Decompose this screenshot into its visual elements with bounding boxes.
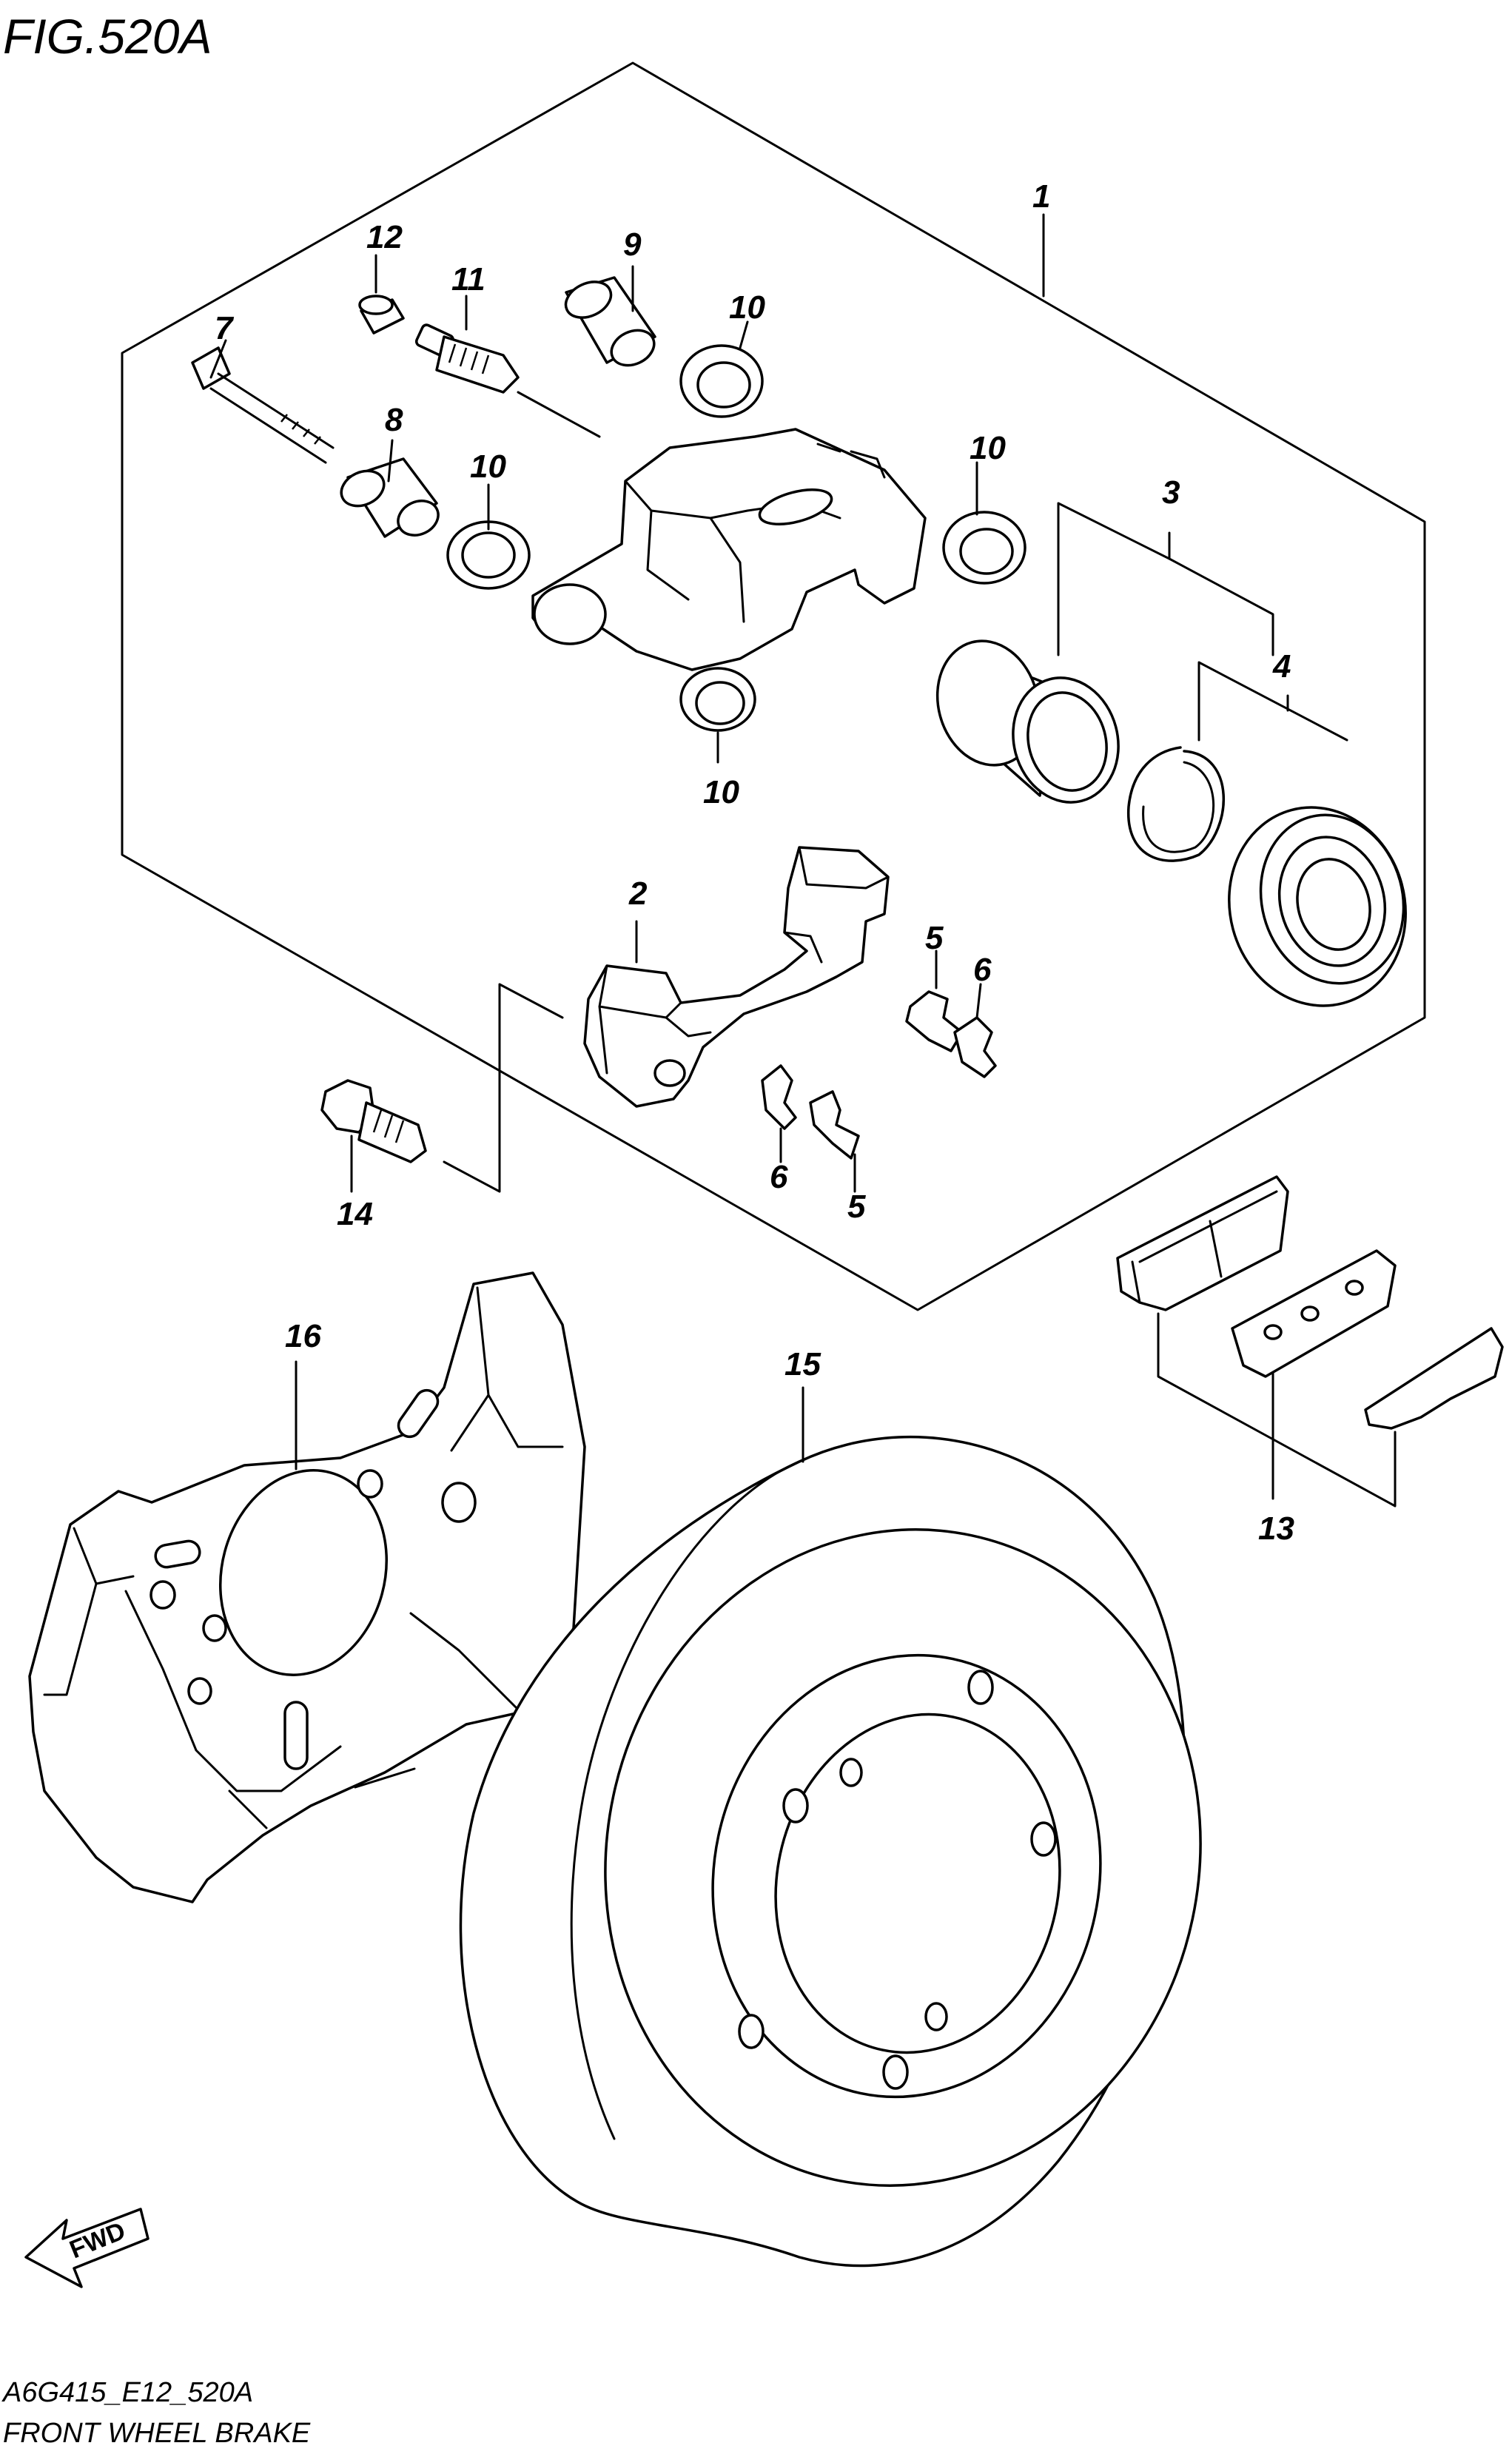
part-bleeder-11 — [414, 323, 520, 394]
part-shim-13-c — [1364, 1327, 1504, 1430]
callout-11: 11 — [451, 261, 485, 298]
callout-4: 4 — [1272, 648, 1291, 685]
part-brake-disc-15 — [459, 1435, 1202, 2268]
leaders — [209, 213, 1348, 1193]
part-clip-5-b — [809, 1090, 860, 1160]
callout-14: 14 — [337, 1196, 373, 1232]
part-piston-3 — [935, 639, 1120, 804]
part-caliper-body — [531, 428, 927, 671]
part-pad-13-b — [1231, 1249, 1397, 1378]
part-boot-10-c — [942, 511, 1027, 585]
callout-6-b: 6 — [770, 1159, 788, 1195]
part-bolt-14 — [320, 1079, 427, 1163]
callout-3: 3 — [1162, 474, 1180, 511]
callout-9: 9 — [623, 226, 642, 263]
callout-10-d: 10 — [703, 774, 739, 810]
callout-5-b: 5 — [847, 1189, 866, 1225]
part-seal-4 — [1127, 746, 1225, 862]
callouts: 1 2 3 4 5 5 6 6 7 8 9 10 10 10 10 11 12 … — [215, 178, 1294, 1547]
leader-14 — [443, 983, 564, 1193]
callout-12: 12 — [366, 219, 403, 255]
callout-15: 15 — [784, 1346, 821, 1382]
part-boot-10-b — [679, 344, 764, 418]
callout-10-a: 10 — [729, 289, 765, 326]
part-boot-10-a — [446, 520, 531, 590]
part-bolt-7 — [191, 346, 335, 464]
part-pin-8 — [340, 457, 440, 538]
callout-2: 2 — [628, 875, 648, 912]
part-clip-6-a — [953, 1016, 997, 1078]
part-dust-shield-16 — [28, 1271, 586, 1903]
callout-5-a: 5 — [925, 920, 944, 956]
callout-16: 16 — [285, 1318, 321, 1354]
part-clip-5-a — [905, 990, 964, 1052]
part-pin-9 — [564, 276, 656, 367]
footer-caption: FRONT WHEEL BRAKE — [3, 2418, 311, 2449]
footer-code: A6G415_E12_520A — [1, 2377, 253, 2408]
part-boot-10-d — [679, 667, 756, 732]
bracket-13 — [1157, 1312, 1397, 1508]
caliper-assembly-outline — [121, 61, 1426, 1311]
part-bracket-2 — [583, 846, 890, 1108]
callout-6-a: 6 — [973, 952, 992, 988]
fwd-arrow-icon: FWD — [24, 2208, 149, 2288]
callout-10-b: 10 — [470, 448, 506, 485]
callout-13: 13 — [1258, 1510, 1294, 1547]
callout-1: 1 — [1032, 178, 1050, 215]
part-cap-12 — [358, 295, 405, 335]
figure-title: FIG.520A — [3, 9, 212, 64]
part-clip-6-b — [761, 1064, 797, 1130]
part-pad-13-a — [1116, 1175, 1289, 1311]
callout-7: 7 — [215, 310, 235, 346]
callout-10-c: 10 — [970, 430, 1006, 466]
part-seal-kit-4 — [1228, 806, 1407, 1007]
leader-11 — [517, 391, 601, 438]
callout-8: 8 — [385, 402, 403, 438]
